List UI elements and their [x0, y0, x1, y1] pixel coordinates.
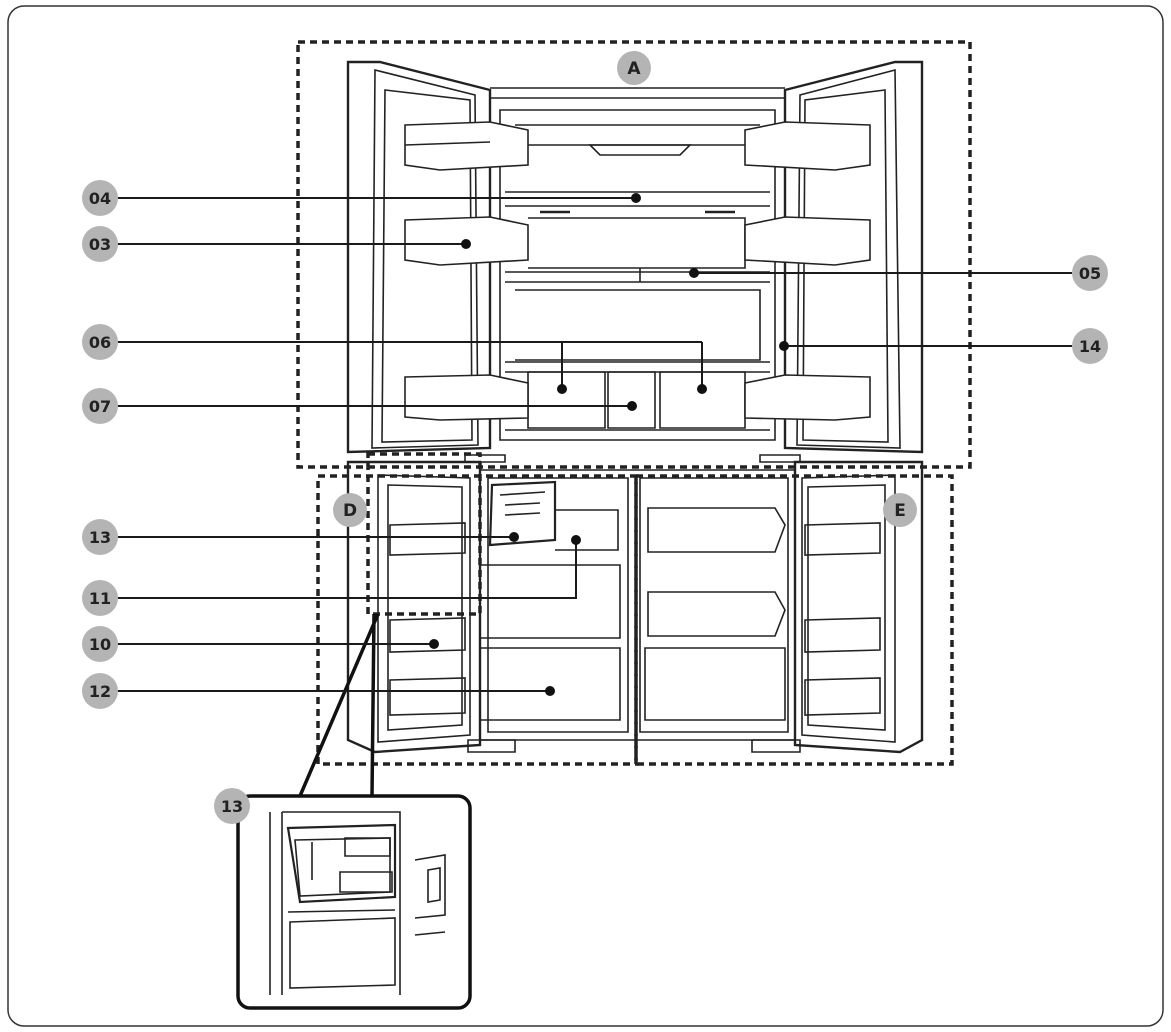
fridge-compartment-drawing: [346, 60, 924, 463]
callout-04-badge: 04: [82, 180, 118, 216]
zone-a-label: A: [627, 59, 641, 79]
callout-05-label: 05: [1079, 264, 1101, 283]
callout-06-label: 06: [89, 333, 111, 352]
zone-d-boundary: [316, 474, 638, 766]
callout-07-label: 07: [89, 397, 111, 416]
callout-06-badge: 06: [82, 324, 118, 360]
callout-11-label: 11: [89, 589, 111, 608]
zone-d-badge: D: [333, 493, 367, 527]
callout-10-badge: 10: [82, 626, 118, 662]
callout-14-badge: 14: [1072, 328, 1108, 364]
leader-dots: [429, 193, 789, 696]
callout-03-badge: 03: [82, 226, 118, 262]
callout-03-label: 03: [89, 235, 111, 254]
callout-13-detail-badge: 13: [214, 788, 250, 824]
callout-13-label: 13: [89, 528, 111, 547]
zone-e-label: E: [894, 501, 906, 521]
zone-e-boundary: [634, 474, 954, 766]
callout-14-label: 14: [1079, 337, 1101, 356]
zone-a-badge: A: [617, 51, 651, 85]
zone-e-badge: E: [883, 493, 917, 527]
leader-lines: [118, 197, 1072, 692]
callout-13-badge: 13: [82, 519, 118, 555]
callout-13-detail-label: 13: [221, 797, 243, 816]
outer-frame: [7, 5, 1164, 1027]
callout-12-label: 12: [89, 682, 111, 701]
callout-12-badge: 12: [82, 673, 118, 709]
leader-06: [118, 341, 703, 389]
freezer-compartment-drawing: [346, 460, 924, 754]
callout-10-label: 10: [89, 635, 111, 654]
zone-d-label: D: [343, 501, 357, 521]
detail-highlight-boundary: [366, 452, 482, 616]
callout-07-badge: 07: [82, 388, 118, 424]
callout-04-label: 04: [89, 189, 111, 208]
leader-11: [118, 540, 577, 599]
callout-11-badge: 11: [82, 580, 118, 616]
zone-a-boundary: [296, 40, 972, 469]
zone-boundaries: [296, 40, 972, 766]
callout-05-badge: 05: [1072, 255, 1108, 291]
